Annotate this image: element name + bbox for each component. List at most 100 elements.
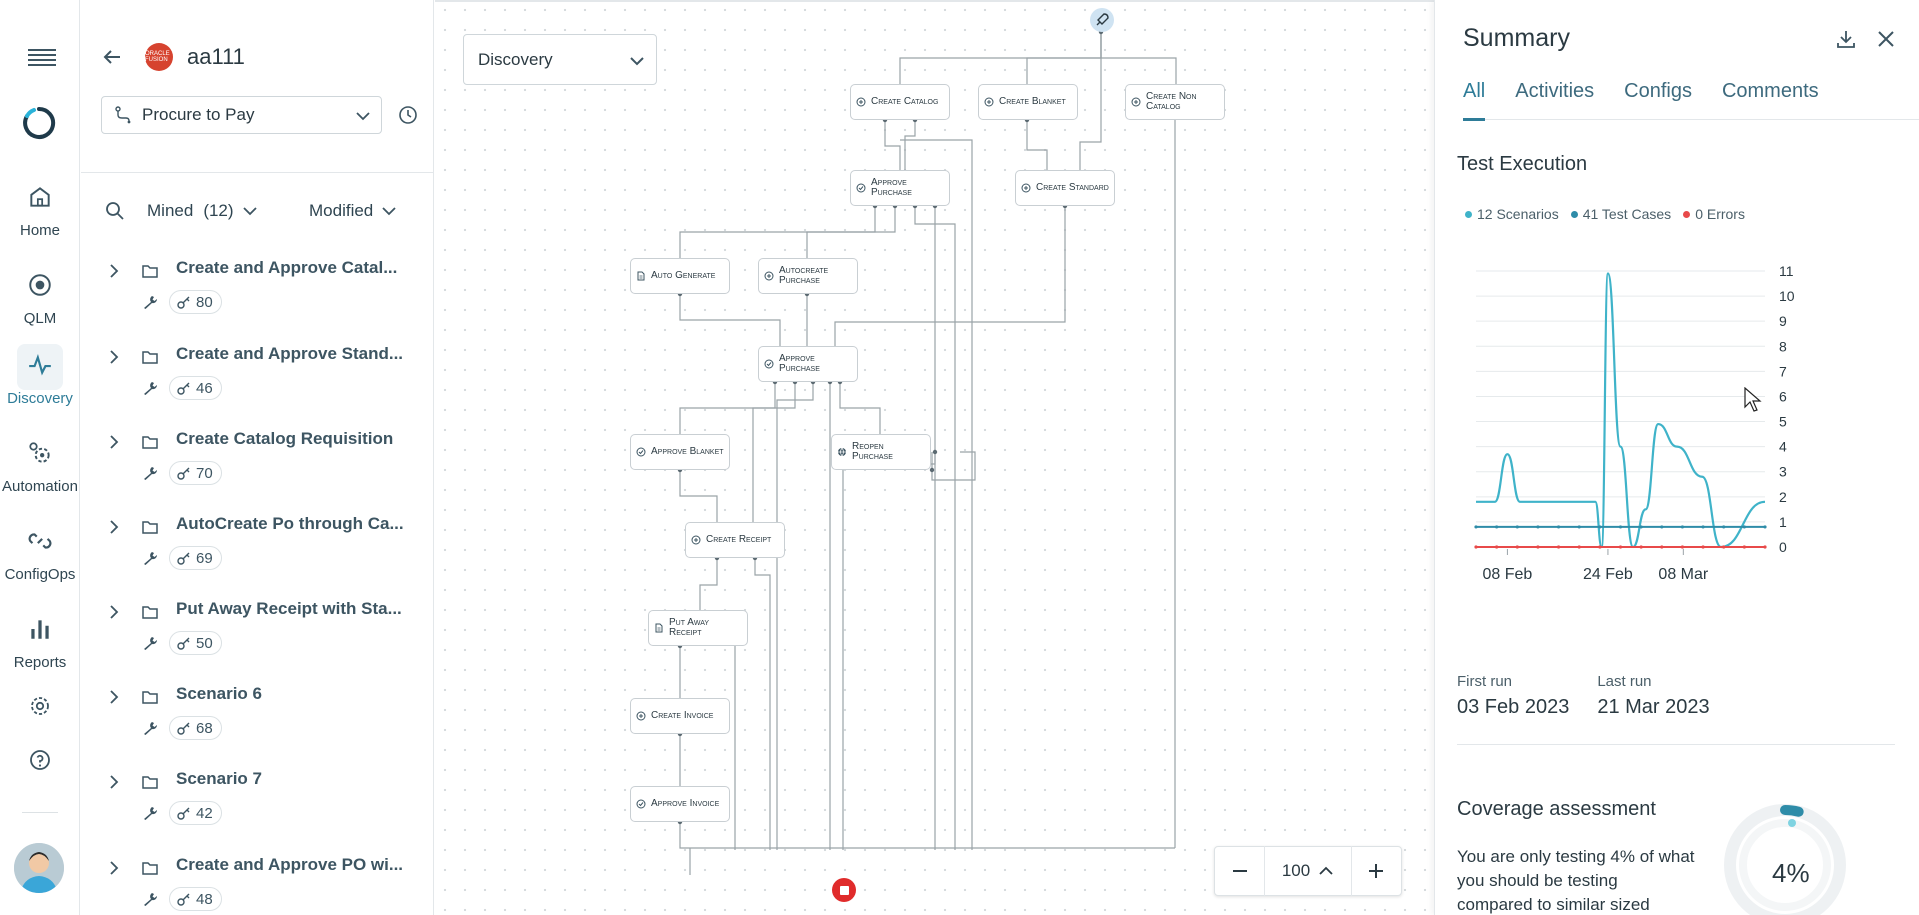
scenario-item[interactable]: AutoCreate Po through Ca...69 [105, 512, 425, 582]
history-icon[interactable] [397, 104, 419, 126]
legend-item-scenarios[interactable]: 12 Scenarios [1465, 206, 1559, 222]
scenario-item[interactable]: Create and Approve Stand...46 [105, 342, 425, 412]
flow-node[interactable]: Reopen Purchase [831, 434, 931, 470]
zoom-in-button[interactable] [1352, 846, 1401, 896]
flow-node-label: Autocreate Purchase [779, 265, 829, 286]
test-case-count: 42 [196, 804, 213, 822]
mined-filter-dropdown[interactable]: Mined (12) [147, 201, 258, 221]
wrench-icon[interactable] [142, 294, 158, 310]
rail-item-home[interactable]: Home [0, 176, 80, 239]
legend-label: 0 Errors [1695, 206, 1745, 222]
series-point [1742, 525, 1746, 529]
chevron-right-icon[interactable] [105, 433, 123, 451]
test-case-count-badge: 50 [169, 631, 222, 655]
wrench-icon[interactable] [142, 805, 158, 821]
chevron-right-icon[interactable] [105, 348, 123, 366]
chevron-right-icon[interactable] [105, 603, 123, 621]
view-select[interactable]: Discovery [463, 34, 657, 85]
rail-item-discovery[interactable]: Discovery [0, 344, 80, 407]
back-arrow-icon[interactable] [101, 46, 123, 68]
rail-item-qlm[interactable]: QLM [0, 264, 80, 327]
settings-icon[interactable] [28, 694, 52, 718]
wrench-icon[interactable] [142, 720, 158, 736]
user-avatar[interactable] [14, 843, 64, 893]
series-point [1515, 525, 1519, 529]
series-point [1495, 525, 1499, 529]
process-select[interactable]: Procure to Pay [101, 96, 382, 134]
tab-all[interactable]: All [1463, 80, 1486, 121]
chevron-right-icon[interactable] [105, 262, 123, 280]
wrench-icon[interactable] [142, 635, 158, 651]
flow-node[interactable]: Create Blanket [978, 84, 1078, 120]
flow-node[interactable]: Approve Purchase [850, 170, 950, 206]
process-flow-icon [115, 106, 131, 124]
add-circle-icon [984, 97, 994, 107]
flow-node-label: Approve Blanket [651, 446, 724, 457]
summary-title: Summary [1463, 24, 1570, 52]
legend-dot [1570, 210, 1578, 218]
flow-node[interactable]: Create Standard [1015, 170, 1115, 206]
close-icon[interactable] [1875, 28, 1897, 50]
legend-item-errors[interactable]: 0 Errors [1683, 206, 1745, 222]
x-tick-label: 08 Feb [1483, 566, 1533, 583]
wrench-icon[interactable] [142, 380, 158, 396]
flow-node[interactable]: Create Catalog [850, 84, 950, 120]
wrench-icon[interactable] [142, 550, 158, 566]
app-logo-icon[interactable] [22, 106, 56, 140]
zoom-out-button[interactable] [1215, 846, 1264, 896]
filter-row: Mined (12) Modified [105, 196, 425, 226]
flow-node[interactable]: Auto Generate [630, 258, 730, 294]
chevron-right-icon[interactable] [105, 859, 123, 877]
help-icon[interactable] [28, 748, 52, 772]
wrench-icon[interactable] [142, 891, 158, 907]
rail-divider [22, 812, 58, 813]
download-icon[interactable] [1835, 28, 1857, 50]
chart-legend: 12 Scenarios 41 Test Cases 0 Errors [1465, 206, 1757, 222]
check-circle-icon [856, 183, 866, 193]
add-circle-icon [1131, 97, 1141, 107]
search-icon[interactable] [105, 201, 125, 221]
check-circle-icon [636, 799, 646, 809]
key-icon [177, 467, 190, 480]
chevron-right-icon[interactable] [105, 773, 123, 791]
scenario-item[interactable]: Create and Approve PO wi...48 [105, 853, 425, 915]
tab-configs[interactable]: Configs [1624, 80, 1692, 102]
rail-item-configops[interactable]: ConfigOps [0, 520, 80, 583]
flow-node[interactable]: Create Non Catalog [1125, 84, 1225, 120]
sort-dropdown[interactable]: Modified [309, 201, 397, 221]
series-point [1577, 545, 1581, 549]
panel-divider [81, 172, 433, 173]
flow-node[interactable]: Create Receipt [685, 522, 785, 558]
rail-item-automation[interactable]: Automation [0, 432, 80, 495]
tab-activities[interactable]: Activities [1515, 80, 1595, 102]
scenario-title: Scenario 6 [176, 684, 262, 703]
flow-node[interactable]: Autocreate Purchase [758, 258, 858, 294]
rocket-icon [1096, 13, 1109, 26]
flow-node[interactable]: Approve Purchase [758, 346, 858, 382]
flow-node[interactable]: Approve Blanket [630, 434, 730, 470]
chevron-right-icon[interactable] [105, 688, 123, 706]
folder-icon [142, 606, 158, 619]
scenario-item[interactable]: Create and Approve Catal...80 [105, 256, 425, 326]
flow-start-node[interactable] [1090, 8, 1114, 32]
flow-node[interactable]: Approve Invoice [630, 786, 730, 822]
flow-node[interactable]: Create Invoice [630, 698, 730, 734]
wrench-icon[interactable] [142, 465, 158, 481]
zoom-level[interactable]: 100 [1264, 846, 1352, 896]
tab-comments[interactable]: Comments [1721, 80, 1819, 102]
rail-item-reports[interactable]: Reports [0, 608, 80, 671]
folder-icon [142, 521, 158, 534]
flow-end-node[interactable] [832, 878, 856, 902]
flow-node[interactable]: Put Away Receipt [648, 610, 748, 646]
series-point [1556, 545, 1561, 549]
y-tick-label: 8 [1779, 338, 1787, 354]
scenario-item[interactable]: Put Away Receipt with Sta...50 [105, 597, 425, 667]
last-run-label: Last run [1597, 673, 1652, 690]
legend-item-test-cases[interactable]: 41 Test Cases [1570, 206, 1671, 222]
coverage-donut [1724, 804, 1846, 915]
menu-icon[interactable] [28, 48, 56, 66]
chevron-right-icon[interactable] [105, 518, 123, 536]
